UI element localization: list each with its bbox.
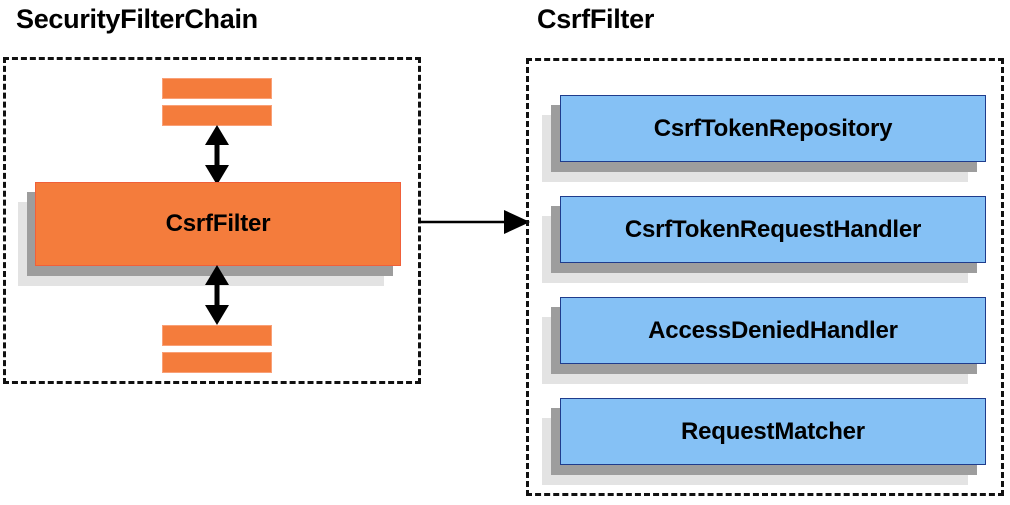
filter-bar-bottom-2	[162, 352, 272, 373]
component-box-label: CsrfTokenRequestHandler	[624, 215, 922, 243]
csrf-filter-box[interactable]: CsrfFilter	[18, 182, 402, 286]
connector-arrow	[418, 210, 530, 234]
component-box-face[interactable]: CsrfTokenRequestHandler	[560, 196, 986, 263]
component-box-face[interactable]: RequestMatcher	[560, 398, 986, 465]
component-box-label: AccessDeniedHandler	[648, 316, 898, 344]
security-filter-chain-panel	[3, 57, 421, 384]
filter-bar-top-2	[162, 105, 272, 126]
component-box-access-denied-handler[interactable]: AccessDeniedHandler	[542, 297, 986, 384]
component-box-label: CsrfTokenRepository	[653, 114, 893, 142]
csrf-filter-box-label: CsrfFilter	[165, 210, 271, 237]
component-box-csrf-token-request-handler[interactable]: CsrfTokenRequestHandler	[542, 196, 986, 283]
filter-bar-top-1	[162, 78, 272, 99]
csrf-filter-detail-panel	[526, 58, 1004, 496]
component-box-face[interactable]: CsrfTokenRepository	[560, 95, 986, 162]
right-panel-title: CsrfFilter	[537, 4, 655, 34]
filter-bar-bottom-1	[162, 325, 272, 346]
component-box-face[interactable]: AccessDeniedHandler	[560, 297, 986, 364]
component-box-label: RequestMatcher	[681, 417, 865, 445]
component-box-request-matcher[interactable]: RequestMatcher	[542, 398, 986, 485]
csrf-filter-box-face[interactable]: CsrfFilter	[35, 182, 401, 266]
component-box-csrf-token-repository[interactable]: CsrfTokenRepository	[542, 95, 986, 182]
left-panel-title: SecurityFilterChain	[16, 4, 258, 34]
bidirectional-arrow-bottom	[205, 265, 229, 325]
bidirectional-arrow-top	[205, 125, 229, 185]
